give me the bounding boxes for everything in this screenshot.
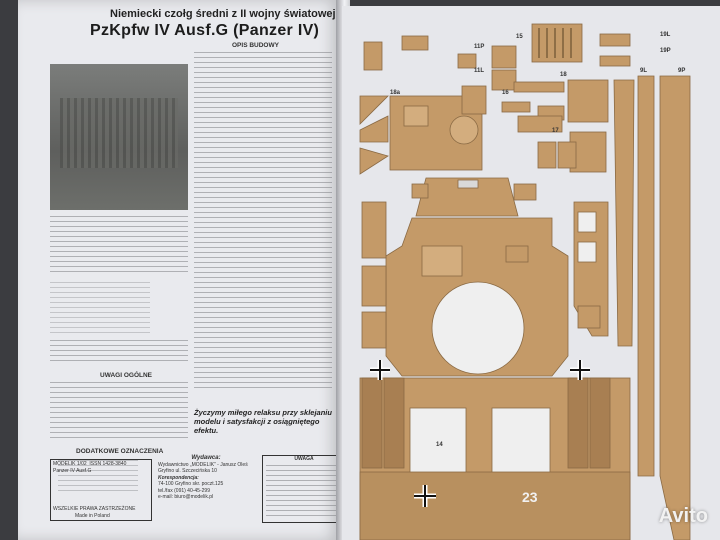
page-subtitle: Niemiecki czołg średni z II wojny świato… <box>110 8 336 20</box>
label-16: 16 <box>502 90 509 96</box>
phone: tel./fax (091) 40-45-299 <box>158 487 210 494</box>
section-opis: OPIS BUDOWY <box>232 42 279 49</box>
left-page: Niemiecki czołg średni z II wojny świato… <box>18 0 346 540</box>
opis-text-block <box>194 52 332 392</box>
email: e-mail: biuro@modelik.pl <box>158 494 214 500</box>
page-title: PzKpfw IV Ausf.G (Panzer IV) <box>90 22 320 39</box>
label-15: 15 <box>516 34 523 40</box>
section-uwagi: UWAGI OGÓLNE <box>100 372 152 379</box>
part-11p <box>491 45 517 69</box>
uwaga-box: UWAGA <box>262 455 346 523</box>
part-wedge <box>359 95 389 125</box>
model-name: Panzer IV Ausf.G <box>53 467 92 474</box>
closing-note: Życzymy miłego relaksu przy sklejaniu mo… <box>194 408 332 435</box>
part-hull-front <box>415 177 519 217</box>
uwagi-text-block <box>50 382 188 442</box>
part-9l <box>637 75 655 477</box>
uwaga-text <box>266 464 342 517</box>
part-grill <box>531 23 583 63</box>
label-18: 18 <box>560 72 567 78</box>
label-14: 14 <box>436 442 443 448</box>
rights: WSZELKIE PRAWA ZASTRZEŻONE <box>53 505 136 512</box>
data-table-block <box>50 282 150 334</box>
part-9p <box>659 75 691 540</box>
label-19p: 19P <box>660 48 671 54</box>
corr-address: 74-100 Gryfino skr. poczt.125 <box>158 481 224 487</box>
label-17: 17 <box>552 128 559 134</box>
part-11l <box>491 69 517 91</box>
label-11l: 11L <box>474 68 485 74</box>
turret-ring <box>431 281 525 375</box>
parts-sheet: 23 <box>359 23 691 540</box>
intro-text-block <box>50 216 188 274</box>
label-19l: 19L <box>660 32 671 38</box>
section-oznaczenia: DODATKOWE OZNACZENIA <box>76 448 164 455</box>
legend-block <box>58 460 138 492</box>
part-17 <box>537 141 557 169</box>
label-9l: 9L <box>640 68 648 74</box>
tank-photo <box>50 64 188 210</box>
publisher-label: Wydawca: <box>191 455 221 461</box>
part-18 <box>567 79 609 123</box>
corr-label: Korespondencja: <box>158 474 199 481</box>
turret-number: 23 <box>522 489 538 505</box>
label-18a: 18a <box>390 90 401 96</box>
publisher: Wydawnictwo „MODELIK” - Janusz Oleś <box>158 461 248 468</box>
publisher-block: Wydawca: Wydawnictwo „MODELIK” - Janusz … <box>158 455 254 521</box>
label-9p: 9P <box>678 68 686 74</box>
uwaga-label: UWAGA <box>294 456 314 462</box>
right-page: 23 15 11P 11L 19L 19P 9L 9P 18 18a 16 17… <box>342 6 720 540</box>
issn: ISSN 1428-3840 <box>89 461 127 467</box>
label-11p: 11P <box>474 44 485 50</box>
series: MODELIK 1/02 <box>53 461 87 467</box>
scale-text-block <box>50 340 188 362</box>
made-in: Made in Poland <box>75 512 110 519</box>
address: Gryfino ul. Szczecińska 10 <box>158 468 217 474</box>
avito-watermark: Avito <box>658 505 708 527</box>
footer-left-box: MODELIK 1/02 ISSN 1428-3840 Panzer IV Au… <box>50 459 152 521</box>
